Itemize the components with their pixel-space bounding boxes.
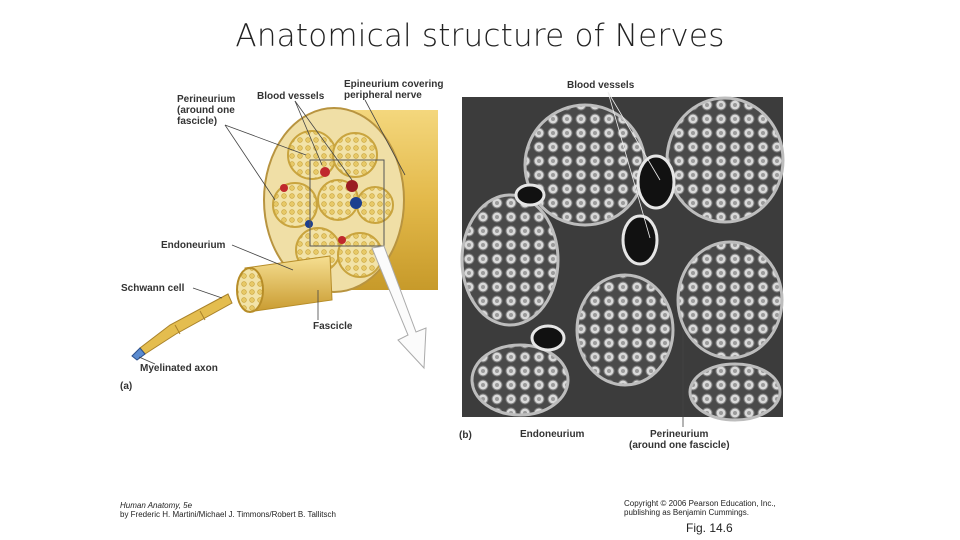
figure-number: Fig. 14.6 [686,521,733,535]
label-epineurium: Epineurium covering peripheral nerve [344,79,443,101]
label-epineurium-line1: Epineurium covering [344,79,444,90]
label-perineurium-b: Perineurium (around one fascicle) [629,429,730,451]
axon-tip [131,347,146,361]
leader-lines [138,99,406,365]
panel-a-label: (a) [120,381,133,392]
panel-b-label: (b) [459,430,472,441]
label-myelinated-axon: Myelinated axon [140,363,218,374]
label-perineurium-b-line2: (around one fascicle) [629,440,730,451]
micrograph-vessels [514,154,676,352]
credit-copyright-line2: publishing as Benjamin Cummings. [624,508,749,517]
credit-book: Human Anatomy, 5e [120,501,192,511]
label-perineurium-a: Perineurium (around one fascicle) [177,94,235,127]
label-blood-vessels-a: Blood vessels [257,91,325,102]
micrograph-leader-lines [607,91,684,427]
label-blood-vessels-b: Blood vessels [567,80,635,91]
label-fascicle: Fascicle [313,321,353,332]
credit-authors: by Frederic H. Martini/Michael J. Timmon… [120,510,336,519]
zoom-arrow [371,245,427,370]
label-perineurium-a-line3: fascicle) [177,116,218,127]
label-schwann-cell: Schwann cell [121,283,185,294]
label-perineurium-a-line1: Perineurium [177,94,236,105]
blood-vessels-drawn [280,167,362,244]
zoom-box [309,159,385,247]
label-epineurium-line2: peripheral nerve [344,90,422,101]
credit-book-title: Human Anatomy, 5e [120,501,193,510]
label-perineurium-b-line1: Perineurium [650,429,709,440]
label-perineurium-a-line2: (around one [177,105,235,116]
micrograph-fascicles [460,96,785,422]
label-endoneurium-a: Endoneurium [161,240,226,251]
slide-title: Anatomical structure of Nerves [235,18,725,54]
credit-copyright-line1: Copyright © 2006 Pearson Education, Inc.… [624,499,776,508]
label-endoneurium-b: Endoneurium [520,429,585,440]
